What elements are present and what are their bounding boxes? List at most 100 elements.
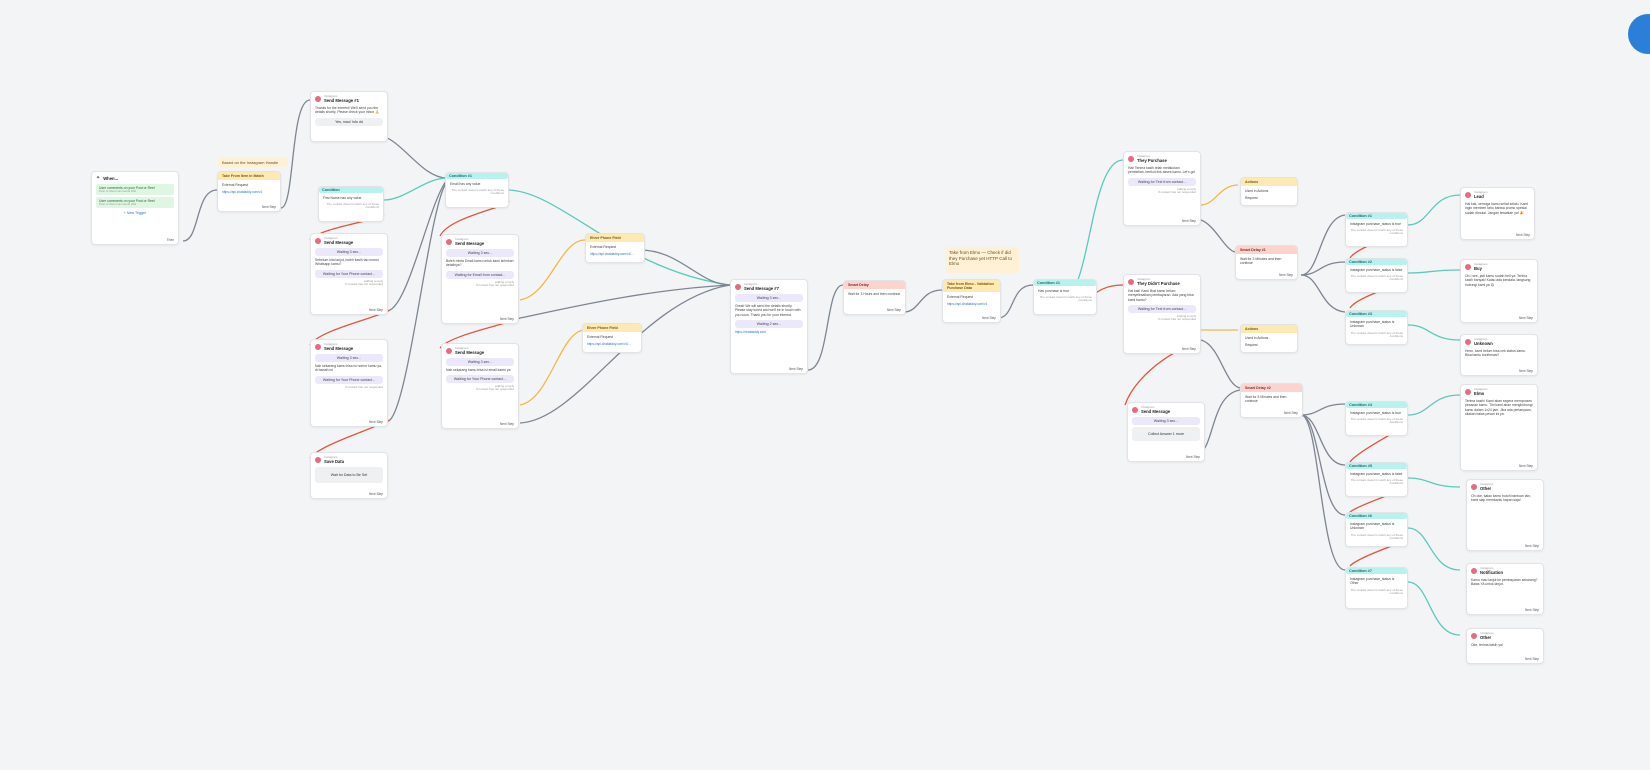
reply-button[interactable]: Yes, mau! Info dd — [315, 117, 383, 126]
edge — [519, 239, 586, 301]
edge — [1300, 414, 1346, 466]
instagram-avatar-icon — [315, 344, 321, 350]
instagram-avatar-icon — [446, 239, 452, 245]
instagram-avatar-icon — [1465, 339, 1471, 345]
message-text: Nah sekarang kamu bisa isi email kamu ya — [446, 368, 511, 372]
instagram-avatar-icon — [1465, 192, 1471, 198]
note-mid[interactable]: Take from Elmo — Check if did they Purch… — [945, 247, 1019, 273]
edge — [1300, 403, 1346, 416]
edge — [1300, 414, 1346, 516]
condition-left-node[interactable]: Condition First Name has any value The c… — [318, 186, 384, 222]
then-label: Then — [166, 238, 174, 242]
edge — [1407, 394, 1461, 416]
wait-input-pill: Waiting for Your Phone contact... — [446, 375, 514, 384]
next-step-label: Next Step — [262, 205, 276, 209]
actions-tag: Actions — [1241, 325, 1297, 333]
instagram-avatar-icon — [1471, 484, 1477, 490]
edge — [1300, 261, 1346, 276]
next-step-label: Next Step — [1182, 219, 1196, 223]
message-text: Great! We will send the details shortly.… — [735, 304, 801, 317]
message-text: Nah sekarang kamu bisa isi nomor kamu ya… — [315, 364, 382, 373]
edge — [1300, 414, 1346, 571]
collect-answer-button[interactable]: Collect Answer 1 more — [1132, 427, 1200, 441]
edge — [1407, 194, 1461, 226]
take-from-node[interactable]: Take From Item in Match External Request… — [217, 171, 281, 212]
next-step-label: Next Step — [369, 420, 383, 424]
next-step-label: Next Step — [369, 308, 383, 312]
instagram-avatar-icon — [315, 238, 321, 244]
actions-node-2[interactable]: Actions Used in Actions Request — [1240, 324, 1298, 353]
start-header: ✦ When... — [96, 175, 174, 181]
save-data-button[interactable]: Wait for Data to Be Set — [315, 467, 383, 483]
message-link[interactable]: https://chatdaddy.com — [735, 329, 766, 334]
edge — [639, 249, 731, 286]
smart-delay-3-node[interactable]: Smart Delay #2 Wait for 5 Minutes and th… — [1240, 383, 1303, 418]
external-link[interactable]: https://api.chatdaddy.com/v1/... — [590, 252, 634, 257]
take-mid-node[interactable]: Take from Elmo - Validation Purchase Dat… — [942, 279, 1001, 323]
next-step-label: Next Step — [1182, 347, 1196, 351]
edge — [1407, 477, 1461, 488]
delay-pill: Waiting 3 sec... — [315, 248, 383, 256]
condition-row: Email has any value — [450, 182, 481, 186]
edge — [1407, 527, 1461, 571]
smart-delay-2-node[interactable]: Smart Delay #1 Wait for 3 Minutes and th… — [1235, 245, 1298, 280]
add-trigger-button[interactable]: + New Trigger — [123, 211, 147, 215]
external-link[interactable]: https://api.chatdaddy.com/v1/... — [587, 342, 631, 347]
external-request-2[interactable]: Ehrer Phone Field External Request https… — [582, 323, 642, 353]
condition-row: First Name has any value — [323, 196, 362, 200]
edge — [1407, 269, 1461, 274]
edge — [1200, 219, 1236, 253]
condition-mid-node[interactable]: Condition #1 Has purchase is true The co… — [1033, 279, 1097, 315]
smart-delay-node[interactable]: Smart Delay Wait for 3 Hours and then co… — [843, 280, 906, 315]
external-request-1[interactable]: Ehrer Phone Field External Request https… — [585, 233, 645, 263]
lightning-icon: ✦ — [96, 175, 101, 181]
condition-header: Condition #1 — [446, 173, 508, 179]
wait-input-pill: Waiting for Text from contact... — [1128, 177, 1196, 186]
actions-node-1[interactable]: Actions Used in Actions Request — [1240, 177, 1298, 206]
take-from-link[interactable]: https://api.chatdaddy.com/v1 — [222, 190, 263, 195]
delay-pill: Waiting 3 sec... — [1132, 417, 1200, 425]
take-link[interactable]: https://api.chatdaddy.com/v1 — [947, 302, 988, 307]
instagram-avatar-icon — [1465, 264, 1471, 270]
instagram-avatar-icon — [1128, 279, 1134, 285]
actions-tag: Actions — [1241, 178, 1297, 186]
edge — [1407, 581, 1461, 636]
fab-button[interactable] — [1628, 14, 1650, 54]
instagram-avatar-icon — [1471, 633, 1477, 639]
instagram-avatar-icon — [1132, 407, 1138, 413]
edge — [280, 99, 311, 209]
take-from-tag: Take from Elmo - Validation Purchase Dat… — [943, 280, 1000, 292]
note-top[interactable]: Based on the Instagram Handle — [218, 157, 288, 167]
node-title: Send Message #1 — [324, 98, 359, 103]
edge — [997, 284, 1034, 319]
start-trigger-node[interactable]: ✦ When... User comments on your Post or … — [91, 171, 179, 245]
condition-1-node[interactable]: Condition #1 Email has any value The con… — [445, 172, 509, 208]
